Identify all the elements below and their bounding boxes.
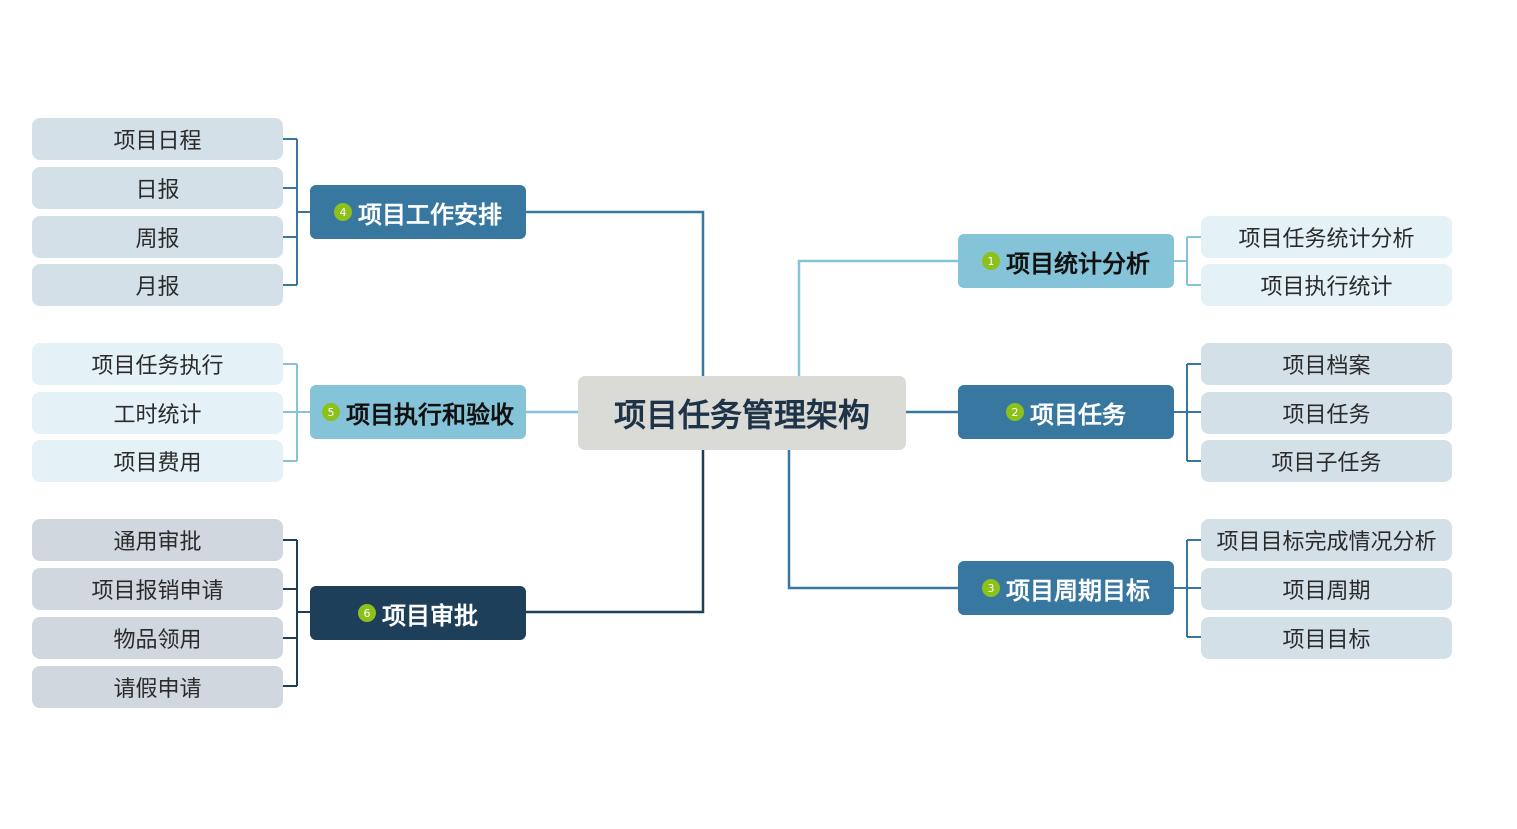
number-badge: 1 — [982, 252, 1000, 270]
number-badge: 5 — [322, 403, 340, 421]
center-topic: 项目任务管理架构 — [578, 376, 906, 450]
branch-execution-acceptance: 5 项目执行和验收 — [310, 385, 526, 439]
leaf-node: 通用审批 — [32, 519, 283, 561]
number-badge: 4 — [334, 203, 352, 221]
leaf-node: 项目日程 — [32, 118, 283, 160]
leaf-node: 项目执行统计 — [1201, 264, 1452, 306]
leaf-label: 请假申请 — [113, 677, 202, 702]
leaf-label: 项目报销申请 — [91, 579, 224, 604]
leaf-label: 项目日程 — [113, 129, 202, 154]
leaf-node: 项目报销申请 — [32, 568, 283, 610]
connector-center-branch3 — [787, 450, 958, 590]
branch-statistics: 1 项目统计分析 — [958, 234, 1174, 288]
connector-center-branch4 — [526, 210, 705, 376]
leaf-label: 项目任务 — [1282, 403, 1371, 428]
leaf-node: 项目任务执行 — [32, 343, 283, 385]
bracket-branch2 — [1174, 363, 1201, 462]
leaf-label: 日报 — [135, 178, 180, 203]
leaf-label: 项目子任务 — [1271, 451, 1382, 476]
branch-label: 项目工作安排 — [358, 200, 502, 229]
bracket-branch5 — [283, 363, 310, 462]
bracket-branch6 — [283, 539, 310, 687]
branch-approval: 6 项目审批 — [310, 586, 526, 640]
leaf-node: 月报 — [32, 264, 283, 306]
branch-label: 项目任务 — [1030, 400, 1126, 429]
leaf-label: 项目目标完成情况分析 — [1216, 530, 1437, 555]
leaf-node: 周报 — [32, 216, 283, 258]
leaf-node: 项目目标 — [1201, 617, 1452, 659]
leaf-label: 项目档案 — [1282, 354, 1371, 379]
center-topic-label: 项目任务管理架构 — [613, 396, 870, 434]
leaf-label: 项目周期 — [1282, 579, 1371, 604]
leaf-label: 项目目标 — [1282, 628, 1371, 653]
branch-work-arrangement: 4 项目工作安排 — [310, 185, 526, 239]
number-badge: 6 — [358, 604, 376, 622]
leaf-label: 项目任务统计分析 — [1238, 227, 1415, 252]
leaf-node: 项目任务 — [1201, 392, 1452, 434]
leaf-label: 项目执行统计 — [1260, 275, 1393, 300]
leaf-label: 月报 — [135, 275, 180, 300]
number-badge: 3 — [982, 579, 1000, 597]
leaf-label: 项目费用 — [113, 451, 202, 476]
leaf-node: 项目任务统计分析 — [1201, 216, 1452, 258]
leaf-label: 周报 — [135, 227, 180, 252]
branch-cycle-goals: 3 项目周期目标 — [958, 561, 1174, 615]
leaf-label: 项目任务执行 — [91, 354, 224, 379]
bracket-branch3 — [1174, 539, 1201, 638]
leaf-node: 项目周期 — [1201, 568, 1452, 610]
branch-tasks: 2 项目任务 — [958, 385, 1174, 439]
leaf-node: 请假申请 — [32, 666, 283, 708]
leaf-node: 日报 — [32, 167, 283, 209]
bracket-branch1 — [1174, 236, 1201, 286]
leaf-label: 物品领用 — [113, 628, 202, 653]
connector-center-branch6 — [526, 450, 705, 614]
leaf-node: 项目子任务 — [1201, 440, 1452, 482]
branch-label: 项目审批 — [382, 601, 478, 630]
leaf-node: 项目目标完成情况分析 — [1201, 519, 1452, 561]
leaf-node: 工时统计 — [32, 392, 283, 434]
leaf-node: 物品领用 — [32, 617, 283, 659]
leaf-node: 项目费用 — [32, 440, 283, 482]
branch-label: 项目统计分析 — [1006, 249, 1150, 278]
branch-label: 项目周期目标 — [1006, 576, 1150, 605]
connector-center-branch1 — [797, 259, 958, 376]
branch-label: 项目执行和验收 — [346, 400, 514, 429]
leaf-label: 通用审批 — [113, 530, 202, 555]
leaf-node: 项目档案 — [1201, 343, 1452, 385]
number-badge: 2 — [1006, 403, 1024, 421]
leaf-label: 工时统计 — [113, 403, 202, 428]
